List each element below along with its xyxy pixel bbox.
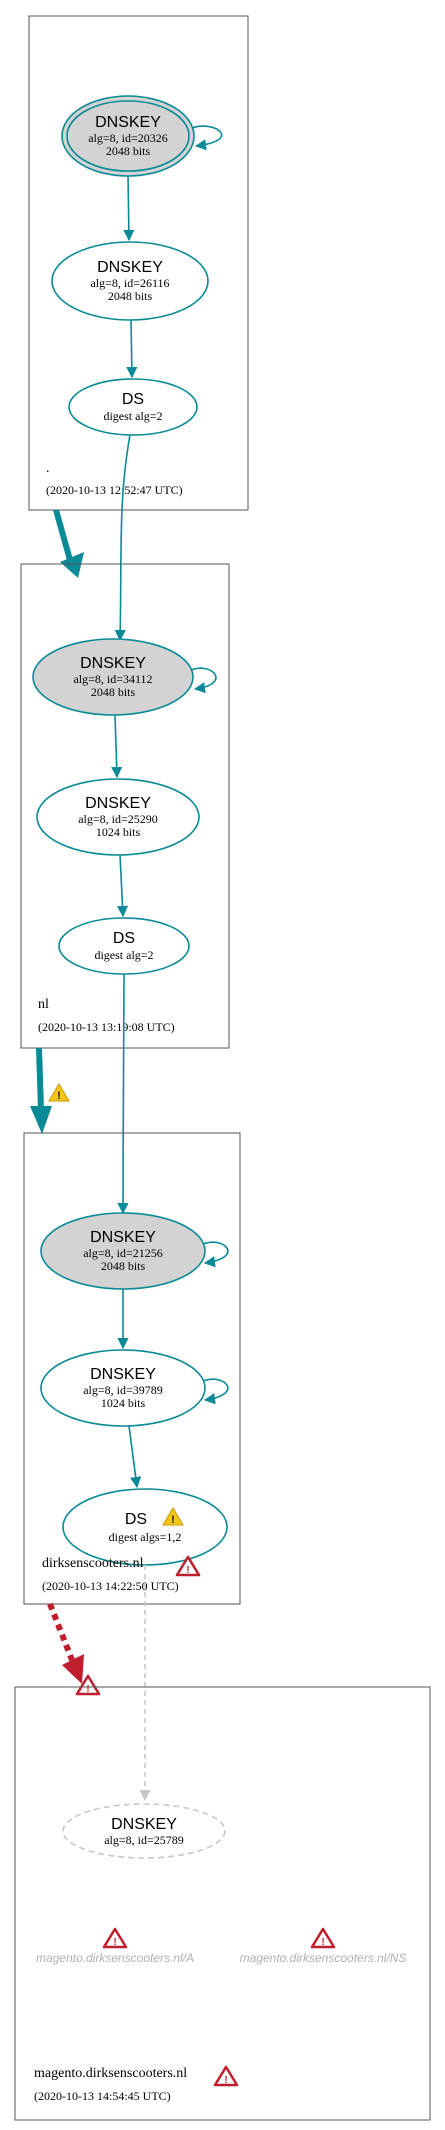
node-detail: alg=8, id=21256	[83, 1246, 163, 1260]
node-dnskey-25789[interactable]: DNSKEY alg=8, id=25789	[62, 1803, 226, 1859]
rrset-label: magento.dirksenscooters.nl/NS	[240, 1951, 407, 1965]
node-dnskey-39789[interactable]: DNSKEY alg=8, id=39789 1024 bits	[40, 1349, 206, 1427]
svg-text:!: !	[171, 1514, 175, 1526]
node-detail: digest alg=2	[94, 948, 153, 962]
self-loop-edge	[202, 1378, 229, 1405]
error-icon: !	[102, 1927, 128, 1949]
rrset-a-record[interactable]: ! magento.dirksenscooters.nl/A	[36, 1927, 194, 1965]
svg-text:!: !	[57, 1090, 61, 1102]
delegation-arrowhead	[30, 1106, 52, 1134]
zone-name: .	[46, 461, 50, 476]
zone-name: nl	[38, 997, 49, 1012]
node-title: DNSKEY	[90, 1229, 156, 1246]
error-icon[interactable]: !	[175, 1555, 201, 1577]
self-loop-edge	[202, 1241, 229, 1268]
zone-timestamp: (2020-10-13 14:22:50 UTC)	[42, 1579, 179, 1593]
edge	[117, 973, 129, 1215]
node-dnskey-20326[interactable]: DNSKEY alg=8, id=20326 2048 bits	[61, 95, 195, 177]
node-detail: 1024 bits	[96, 825, 141, 839]
node-detail: alg=8, id=26116	[90, 276, 169, 290]
node-title: DS	[113, 930, 135, 947]
rrset-ns-record[interactable]: ! magento.dirksenscooters.nl/NS	[240, 1927, 407, 1965]
zone-box-root	[28, 15, 249, 511]
zone-name: magento.dirksenscooters.nl	[34, 2066, 187, 2081]
node-title: DNSKEY	[90, 1366, 156, 1383]
node-detail: digest algs=1,2	[109, 1530, 182, 1544]
zone-timestamp: (2020-10-13 12:52:47 UTC)	[46, 483, 183, 497]
node-title: DNSKEY	[80, 655, 146, 672]
zone-timestamp: (2020-10-13 14:54:45 UTC)	[34, 2089, 171, 2103]
node-detail: alg=8, id=34112	[73, 672, 152, 686]
self-loop-edge	[191, 125, 223, 151]
edge	[128, 1425, 142, 1489]
zone-timestamp: (2020-10-13 13:19:08 UTC)	[38, 1020, 175, 1034]
node-title: DNSKEY	[85, 795, 151, 812]
node-detail: 2048 bits	[108, 289, 153, 303]
node-ds-root[interactable]: DS digest alg=2	[68, 378, 198, 436]
svg-text:!: !	[321, 1937, 324, 1948]
node-detail: alg=8, id=25789	[104, 1833, 184, 1847]
node-detail: 2048 bits	[91, 685, 136, 699]
node-dnskey-34112[interactable]: DNSKEY alg=8, id=34112 2048 bits	[32, 638, 194, 716]
node-detail: alg=8, id=25290	[78, 812, 158, 826]
broken-delegation-edge	[47, 1602, 75, 1662]
delegation-edge	[36, 1047, 44, 1111]
node-title: DS	[125, 1511, 147, 1528]
edge	[126, 319, 138, 379]
edge	[123, 175, 135, 242]
zone-box-magento	[14, 1686, 431, 2121]
self-loop-edge	[190, 667, 217, 694]
warning-icon[interactable]: !	[162, 1507, 184, 1526]
edge	[114, 434, 131, 642]
delegation-edge	[53, 509, 73, 561]
node-detail: 1024 bits	[101, 1396, 146, 1410]
node-detail: 2048 bits	[101, 1259, 146, 1273]
node-detail: alg=8, id=39789	[83, 1383, 163, 1397]
broken-delegation-arrowhead	[62, 1654, 84, 1684]
svg-text:!: !	[186, 1565, 189, 1576]
node-detail: alg=8, id=20326	[88, 131, 168, 145]
warning-icon[interactable]: !	[48, 1083, 70, 1102]
svg-text:!: !	[113, 1937, 116, 1948]
node-dnskey-21256[interactable]: DNSKEY alg=8, id=21256 2048 bits	[40, 1212, 206, 1290]
node-title: DNSKEY	[97, 259, 163, 276]
zone-box-nl	[20, 563, 230, 1049]
error-icon: !	[310, 1927, 336, 1949]
edge	[116, 854, 129, 918]
svg-text:!: !	[224, 2075, 227, 2086]
delegation-arrowhead	[60, 552, 84, 578]
node-detail: 2048 bits	[106, 144, 151, 158]
node-dnskey-26116[interactable]: DNSKEY alg=8, id=26116 2048 bits	[51, 241, 209, 321]
zone-box-dirksenscooters	[23, 1132, 241, 1605]
error-icon[interactable]: !	[213, 2065, 239, 2087]
zone-name: dirksenscooters.nl	[42, 1556, 144, 1571]
node-ds-nl[interactable]: DS digest alg=2	[58, 917, 190, 975]
error-icon[interactable]: !	[75, 1674, 101, 1696]
node-title: DNSKEY	[111, 1816, 177, 1833]
node-dnskey-25290[interactable]: DNSKEY alg=8, id=25290 1024 bits	[36, 778, 200, 856]
svg-text:!: !	[86, 1684, 89, 1695]
rrset-label: magento.dirksenscooters.nl/A	[36, 1951, 194, 1965]
node-title: DNSKEY	[95, 114, 161, 131]
node-detail: digest alg=2	[103, 409, 162, 423]
node-title: DS	[122, 391, 144, 408]
edge	[111, 714, 123, 779]
node-ds-dirksenscooters[interactable]: DS digest algs=1,2 !	[62, 1488, 228, 1566]
